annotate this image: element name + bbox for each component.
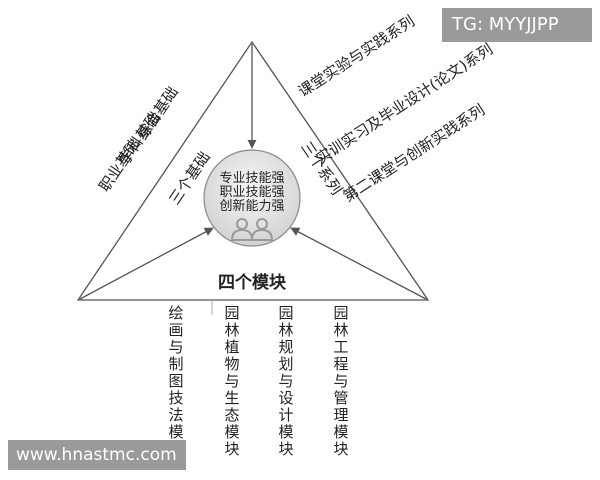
bottom-title: 四个模块 bbox=[218, 273, 286, 293]
module-4: 园林工程与管理模块 bbox=[333, 304, 349, 458]
watermark-bottom-left: www.hnastmc.com bbox=[8, 440, 186, 470]
two-people-icon bbox=[230, 218, 274, 241]
center-line-2: 职业技能强 bbox=[219, 185, 285, 200]
watermark-top-right: TG: MYYJJPP bbox=[442, 8, 592, 42]
center-circle bbox=[203, 149, 301, 247]
module-1: 绘画与制图技法模块 bbox=[168, 304, 184, 458]
arrow-from-left bbox=[79, 227, 214, 300]
center-line-1: 专业技能强 bbox=[219, 171, 285, 186]
center-line-3: 创新能力强 bbox=[219, 199, 285, 214]
outer-triangle bbox=[76, 40, 430, 301]
module-2: 园林植物与生态模块 bbox=[224, 304, 240, 458]
module-3: 园林规划与设计模块 bbox=[278, 304, 294, 458]
arrow-from-right bbox=[290, 227, 427, 300]
